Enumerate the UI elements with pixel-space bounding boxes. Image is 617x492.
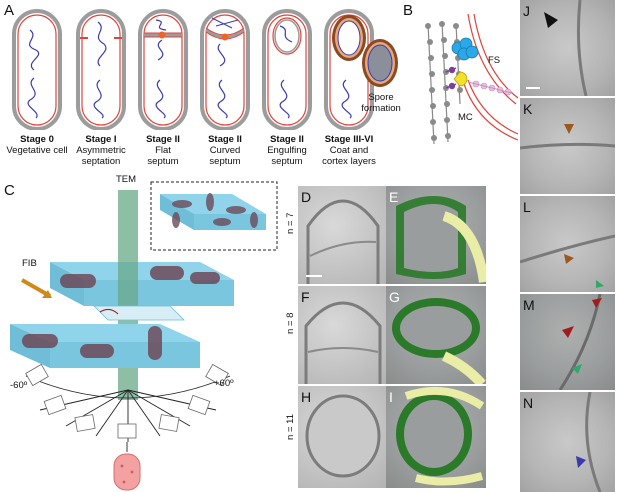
fs-label: FS xyxy=(488,55,501,66)
stage-0-title: Stage 0 xyxy=(20,134,54,145)
panel-label-k: K xyxy=(523,101,533,117)
panel-label-h: H xyxy=(301,389,312,405)
tomogram-slice-n xyxy=(520,392,615,492)
stage-2a-desc-1: Flat xyxy=(155,145,171,156)
stage-3-title: Stage III-VI xyxy=(324,134,374,145)
stage-0-desc: Vegetative cell xyxy=(6,145,68,156)
tem-label: TEM xyxy=(116,174,137,185)
tomogram-slice-h xyxy=(298,386,388,488)
panel-label-c: C xyxy=(4,182,15,199)
cell-stage-2-curved xyxy=(200,9,250,130)
stage-2c-title: Stage II xyxy=(270,134,304,145)
panel-label-f: F xyxy=(301,289,310,305)
tomogram-slice-m xyxy=(520,294,615,390)
stage-2b-desc-2: septum xyxy=(209,156,241,167)
fib-tem-workflow-diagram xyxy=(10,181,278,491)
stage-2a-label: Stage II Flat septum xyxy=(134,134,192,167)
stage-2a-title: Stage II xyxy=(146,134,180,145)
spore-label-line2: formation xyxy=(361,103,401,114)
spore-formation-label: Spore formation xyxy=(360,92,402,114)
tomogram-slice-d xyxy=(298,186,388,284)
pg-synthesis-diagram xyxy=(425,14,518,145)
tilt-pos-label: +60º xyxy=(214,378,234,389)
stage-2c-label: Stage II Engulfing septum xyxy=(258,134,316,167)
tomogram-slice-f xyxy=(298,286,388,384)
panel-label-i: I xyxy=(389,389,393,405)
n-label-row3: n = 11 xyxy=(285,414,296,440)
segmentation-g xyxy=(386,286,486,384)
tomogram-slice-l xyxy=(520,196,615,292)
cell-stage-1 xyxy=(76,9,126,130)
panel-label-n: N xyxy=(523,395,534,411)
segmentation-i xyxy=(386,386,486,488)
stage-2b-label: Stage II Curved septum xyxy=(196,134,254,167)
sporulation-stages-diagram xyxy=(12,9,374,130)
stage-1-label: Stage I Asymmetric septation xyxy=(70,134,132,167)
stage-2b-desc-1: Curved xyxy=(209,145,241,156)
spore-label-line1: Spore xyxy=(368,92,394,103)
panel-label-j: J xyxy=(523,3,530,19)
stage-1-desc-1: Asymmetric xyxy=(76,145,126,156)
tomogram-slice-k xyxy=(520,98,615,194)
panel-label-g: G xyxy=(389,289,400,305)
tilt-neg-label: -60º xyxy=(10,380,28,391)
stage-2c-desc-1: Engulfing xyxy=(267,145,307,156)
panel-label-l: L xyxy=(523,199,531,215)
stage-2c-desc-2: septum xyxy=(271,156,303,167)
n-label-row1: n = 7 xyxy=(285,212,296,234)
panel-label-a: A xyxy=(4,2,15,19)
cell-stage-2-flat xyxy=(138,9,188,130)
stage-2b-title: Stage II xyxy=(208,134,242,145)
panel-label-e: E xyxy=(389,189,399,205)
segmentation-e xyxy=(386,186,486,284)
fib-label: FIB xyxy=(22,258,37,269)
spore-drawing xyxy=(362,39,398,87)
stage-3-label: Stage III-VI Coat and cortex layers xyxy=(318,134,380,167)
n-label-row2: n = 8 xyxy=(285,312,296,334)
stage-3-desc-1: Coat and xyxy=(329,145,369,156)
panel-label-m: M xyxy=(523,297,535,313)
stage-3-desc-2: cortex layers xyxy=(322,156,376,167)
stage-1-desc-2: septation xyxy=(81,156,121,167)
cell-stage-3-6 xyxy=(324,9,374,130)
stage-1-title: Stage I xyxy=(85,134,117,145)
stage-2a-desc-2: septum xyxy=(147,156,179,167)
panel-label-d: D xyxy=(301,189,312,205)
tomogram-slice-j xyxy=(520,0,615,96)
cell-stage-2-engulfing xyxy=(262,9,312,130)
stage-0-label: Stage 0 Vegetative cell xyxy=(4,134,70,156)
cell-stage-0 xyxy=(12,9,62,130)
panel-label-b: B xyxy=(403,2,414,19)
mc-label: MC xyxy=(458,112,473,123)
